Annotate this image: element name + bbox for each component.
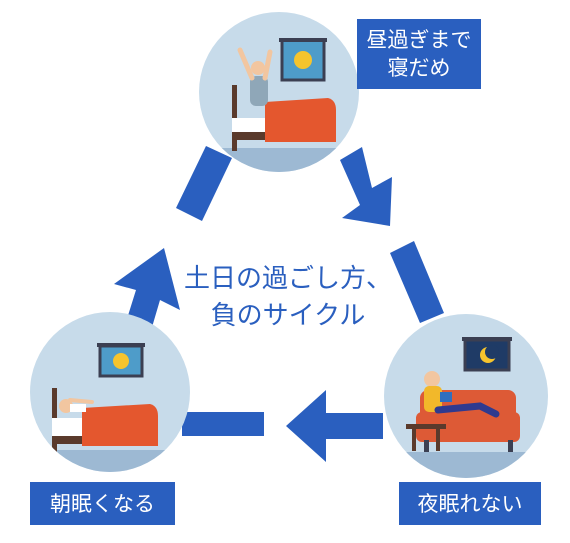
arrow-top-right-icon: [340, 147, 392, 226]
arrow-bottom-left-icon: [286, 390, 383, 462]
arrow-shaft-bottom: [182, 412, 264, 436]
stage-label-top-line2: 寝だめ: [387, 56, 451, 80]
center-title-line1: 土日の過ごし方、: [183, 264, 392, 294]
stage-label-right: 夜眠れない: [399, 482, 541, 525]
left-floor: [30, 450, 190, 472]
moon-window-icon: [462, 337, 512, 372]
arrow-shaft-right: [390, 241, 444, 323]
stage-label-top-line1: 昼過ぎまで: [366, 28, 472, 52]
arrow-shaft-top-left: [176, 146, 232, 221]
stage-left-illustration: [30, 312, 190, 472]
stage-right-illustration: [384, 314, 548, 478]
sun-window-icon: [279, 38, 327, 82]
left-sun-window-icon: [97, 343, 145, 378]
cycle-arrows: [114, 146, 444, 462]
center-title-line2: 負のサイクル: [210, 301, 366, 331]
stage-label-right-text: 夜眠れない: [417, 491, 523, 516]
arrow-left-up-icon: [114, 248, 180, 334]
stage-label-left: 朝眠くなる: [30, 482, 175, 525]
right-floor: [384, 452, 548, 478]
stage-label-left-text: 朝眠くなる: [50, 491, 155, 516]
stage-top-illustration: [199, 12, 359, 172]
stage-label-top: 昼過ぎまで 寝だめ: [357, 19, 481, 89]
